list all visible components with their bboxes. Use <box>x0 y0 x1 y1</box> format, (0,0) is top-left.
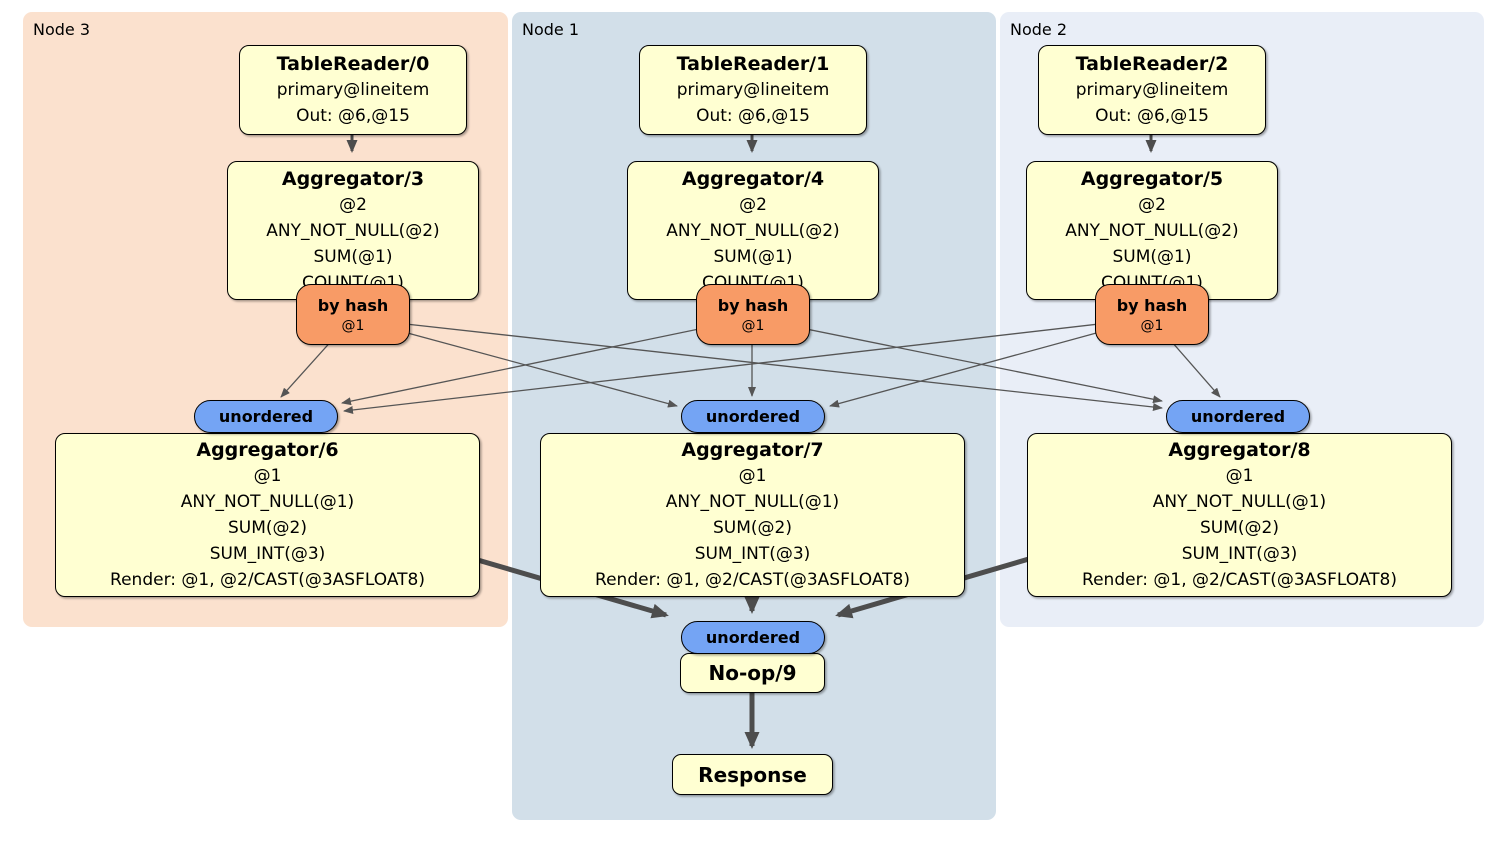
hash-router-2: by hash @1 <box>1095 284 1209 345</box>
processor-detail: ANY_NOT_NULL(@1) <box>665 492 840 512</box>
processor-detail: Render: @1, @2/CAST(@3ASFLOAT8) <box>110 570 425 590</box>
unordered-sync-1: unordered <box>681 400 825 433</box>
processor-detail: @1 <box>738 466 767 486</box>
processor-detail: ANY_NOT_NULL(@1) <box>1152 492 1327 512</box>
processor-detail: SUM(@1) <box>713 246 793 267</box>
processor-title: TableReader/0 <box>276 53 430 75</box>
processor-detail: @2 <box>739 194 767 215</box>
hash-router-0: by hash @1 <box>296 284 410 345</box>
aggregator-3: Aggregator/3 @2 ANY_NOT_NULL(@2) SUM(@1)… <box>227 161 479 300</box>
aggregator-6: Aggregator/6 @1 ANY_NOT_NULL(@1) SUM(@2)… <box>55 433 480 597</box>
processor-detail: Out: @6,@15 <box>696 106 810 126</box>
processor-detail: primary@lineitem <box>1075 80 1229 100</box>
unordered-sync-final: unordered <box>681 621 825 654</box>
aggregator-5: Aggregator/5 @2 ANY_NOT_NULL(@2) SUM(@1)… <box>1026 161 1278 300</box>
processor-title: No-op/9 <box>708 661 797 685</box>
aggregator-8: Aggregator/8 @1 ANY_NOT_NULL(@1) SUM(@2)… <box>1027 433 1452 597</box>
processor-title: Aggregator/5 <box>1080 167 1224 190</box>
processor-title: Response <box>698 762 807 787</box>
processor-detail: Out: @6,@15 <box>296 106 410 126</box>
processor-detail: SUM(@1) <box>313 246 393 267</box>
router-label: by hash <box>1116 295 1188 315</box>
aggregator-4: Aggregator/4 @2 ANY_NOT_NULL(@2) SUM(@1)… <box>627 161 879 300</box>
router-detail: @1 <box>1140 317 1164 334</box>
processor-detail: Render: @1, @2/CAST(@3ASFLOAT8) <box>595 570 910 590</box>
node-group-1-label: Node 1 <box>522 20 580 39</box>
node-group-3-label: Node 3 <box>33 20 91 39</box>
node-group-2-label: Node 2 <box>1010 20 1068 39</box>
processor-detail: primary@lineitem <box>276 80 430 100</box>
table-reader-2: TableReader/2 primary@lineitem Out: @6,@… <box>1038 45 1266 135</box>
aggregator-7: Aggregator/7 @1 ANY_NOT_NULL(@1) SUM(@2)… <box>540 433 965 597</box>
response-box: Response <box>672 754 833 795</box>
processor-detail: SUM(@2) <box>228 518 307 538</box>
processor-title: TableReader/1 <box>676 53 830 75</box>
router-detail: @1 <box>741 317 765 334</box>
processor-detail: @2 <box>339 194 367 215</box>
unordered-sync-0: unordered <box>194 400 338 433</box>
processor-title: Aggregator/7 <box>681 439 824 461</box>
table-reader-0: TableReader/0 primary@lineitem Out: @6,@… <box>239 45 467 135</box>
noop-9: No-op/9 <box>680 653 825 693</box>
processor-title: Aggregator/3 <box>281 167 425 190</box>
processor-detail: @2 <box>1138 194 1166 215</box>
router-detail: @1 <box>341 317 365 334</box>
processor-title: Aggregator/6 <box>196 439 339 461</box>
processor-detail: primary@lineitem <box>676 80 830 100</box>
processor-detail: ANY_NOT_NULL(@2) <box>1065 220 1239 241</box>
processor-detail: SUM(@1) <box>1112 246 1192 267</box>
table-reader-1: TableReader/1 primary@lineitem Out: @6,@… <box>639 45 867 135</box>
processor-title: Aggregator/8 <box>1168 439 1311 461</box>
processor-title: TableReader/2 <box>1075 53 1229 75</box>
processor-detail: SUM_INT(@3) <box>694 544 811 564</box>
processor-detail: Render: @1, @2/CAST(@3ASFLOAT8) <box>1082 570 1397 590</box>
processor-detail: @1 <box>1225 466 1254 486</box>
processor-detail: SUM_INT(@3) <box>1181 544 1298 564</box>
processor-detail: ANY_NOT_NULL(@2) <box>266 220 440 241</box>
processor-detail: SUM(@2) <box>1200 518 1279 538</box>
hash-router-1: by hash @1 <box>696 284 810 345</box>
processor-detail: ANY_NOT_NULL(@1) <box>180 492 355 512</box>
processor-detail: @1 <box>253 466 282 486</box>
router-label: by hash <box>317 295 389 315</box>
processor-detail: ANY_NOT_NULL(@2) <box>666 220 840 241</box>
processor-detail: SUM(@2) <box>713 518 792 538</box>
processor-detail: Out: @6,@15 <box>1095 106 1209 126</box>
processor-title: Aggregator/4 <box>681 167 825 190</box>
processor-detail: SUM_INT(@3) <box>209 544 326 564</box>
unordered-sync-2: unordered <box>1166 400 1310 433</box>
router-label: by hash <box>717 295 789 315</box>
